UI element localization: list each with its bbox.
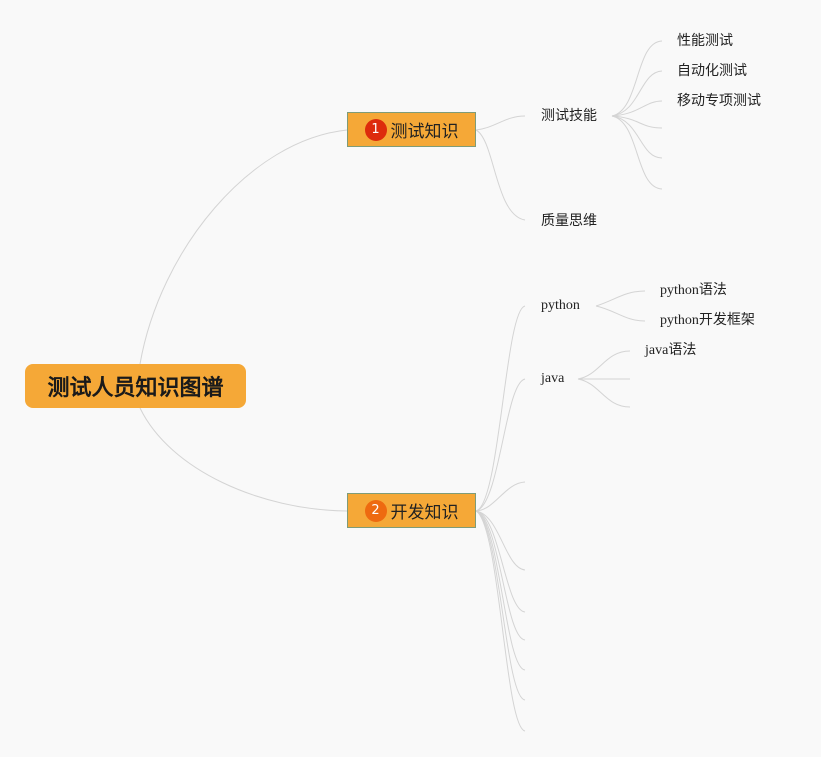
link-python-syntax [595,290,646,307]
link-root-branch2 [139,407,348,512]
branch-label: 测试知识 [390,122,459,142]
link-branch2-empty5 [475,510,526,671]
topic-java[interactable]: java [541,371,565,386]
topic-test-skills[interactable]: 测试技能 [541,108,597,124]
topic-java-syntax[interactable]: java语法 [645,343,697,358]
link-python-framework [595,305,646,322]
priority-1-icon: 1 [364,118,387,141]
link-branch2-empty6 [475,510,526,701]
topic-python-syntax[interactable]: python语法 [660,283,727,298]
topic-python-framework[interactable]: python开发框架 [660,313,755,328]
root-node[interactable]: 测试人员知识图谱 [25,364,246,408]
link-branch2-empty2 [475,510,526,571]
branch-node-test-knowledge[interactable]: 1 测试知识 [347,112,476,147]
topic-python[interactable]: python [541,298,580,313]
link-java-syntax [577,350,631,380]
link-testskill-mobile [611,100,663,117]
link-java-empty2 [577,378,631,408]
link-testskill-empty1 [611,115,663,129]
topic-automation-test[interactable]: 自动化测试 [677,63,747,79]
link-branch2-empty4 [475,510,526,641]
root-label: 测试人员知识图谱 [47,376,224,401]
link-testskill-auto [611,70,663,117]
link-branch1-testskill [475,115,526,131]
link-branch2-empty7 [475,510,526,732]
topic-performance-test[interactable]: 性能测试 [677,33,733,49]
branch-node-dev-knowledge[interactable]: 2 开发知识 [347,493,476,528]
link-testskill-empty3 [611,115,663,190]
link-branch2-java [475,378,526,512]
link-branch2-empty3 [475,510,526,613]
link-testskill-perf [611,40,663,117]
topic-quality-thinking[interactable]: 质量思维 [541,213,597,229]
link-branch2-python [475,305,526,512]
priority-2-icon: 2 [364,499,387,522]
link-testskill-empty2 [611,115,663,159]
branch-label: 开发知识 [390,503,459,523]
link-root-branch1 [139,129,348,365]
link-branch2-empty1 [475,481,526,512]
link-branch1-quality [475,129,526,221]
topic-mobile-test[interactable]: 移动专项测试 [677,93,761,109]
